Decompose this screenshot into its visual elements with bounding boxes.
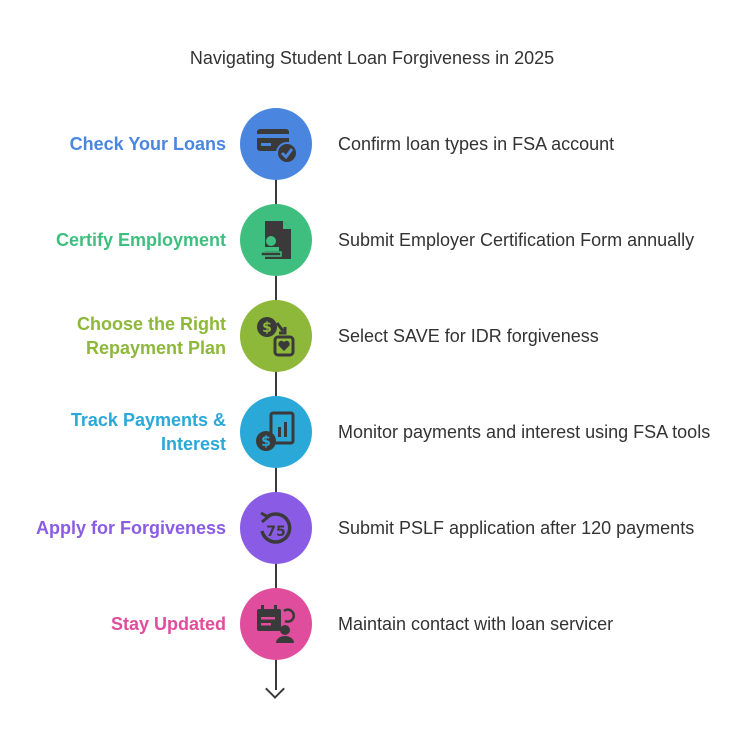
refresh-75-label: 75 (266, 524, 285, 540)
step-label: Choose the Right Repayment Plan (77, 314, 226, 358)
page-title: Navigating Student Loan Forgiveness in 2… (189, 48, 555, 68)
calendar-person-icon (257, 605, 295, 643)
step-description: Submit Employer Certification Form annua… (338, 230, 695, 250)
step-track-payments: Track Payments & Interest $ Monitor paym… (0, 396, 744, 468)
step-description: Confirm loan types in FSA account (338, 134, 615, 154)
svg-text:$: $ (262, 320, 272, 336)
step-circle: 75 (240, 492, 312, 564)
step-label: Track Payments & Interest (70, 410, 226, 454)
step-label: Apply for Forgiveness (35, 518, 226, 538)
timeline-arrow-icon (265, 679, 285, 699)
step-check-loans: Check Your Loans Confirm loan types in F… (0, 108, 744, 180)
step-description: Select SAVE for IDR forgiveness (338, 326, 599, 346)
document-stamp-icon (260, 221, 291, 259)
step-description: Submit PSLF application after 120 paymen… (338, 518, 695, 538)
money-jar-icon: $ (257, 317, 295, 357)
step-description: Monitor payments and interest using FSA … (338, 422, 711, 442)
step-circle: $ (240, 300, 312, 372)
step-circle (240, 588, 312, 660)
svg-text:$: $ (261, 434, 271, 450)
step-circle (240, 204, 312, 276)
report-dollar-icon: $ (256, 411, 295, 451)
step-choose-plan: Choose the Right Repayment Plan $ Select… (0, 300, 744, 372)
step-stay-updated: Stay Updated Maintain contact with loan … (0, 588, 744, 660)
step-description: Maintain contact with loan servicer (338, 614, 614, 634)
step-label: Check Your Loans (69, 134, 226, 154)
step-circle: $ (240, 396, 312, 468)
step-label: Certify Employment (55, 230, 226, 250)
step-certify-employment: Certify Employment Submit Employer Certi… (0, 204, 744, 276)
step-label: Stay Updated (110, 614, 226, 634)
credit-card-check-icon (257, 129, 298, 164)
refresh-75-icon: 75 (260, 511, 292, 544)
step-apply-forgiveness: Apply for Forgiveness 75 Submit PSLF app… (0, 492, 744, 564)
step-circle (240, 108, 312, 180)
